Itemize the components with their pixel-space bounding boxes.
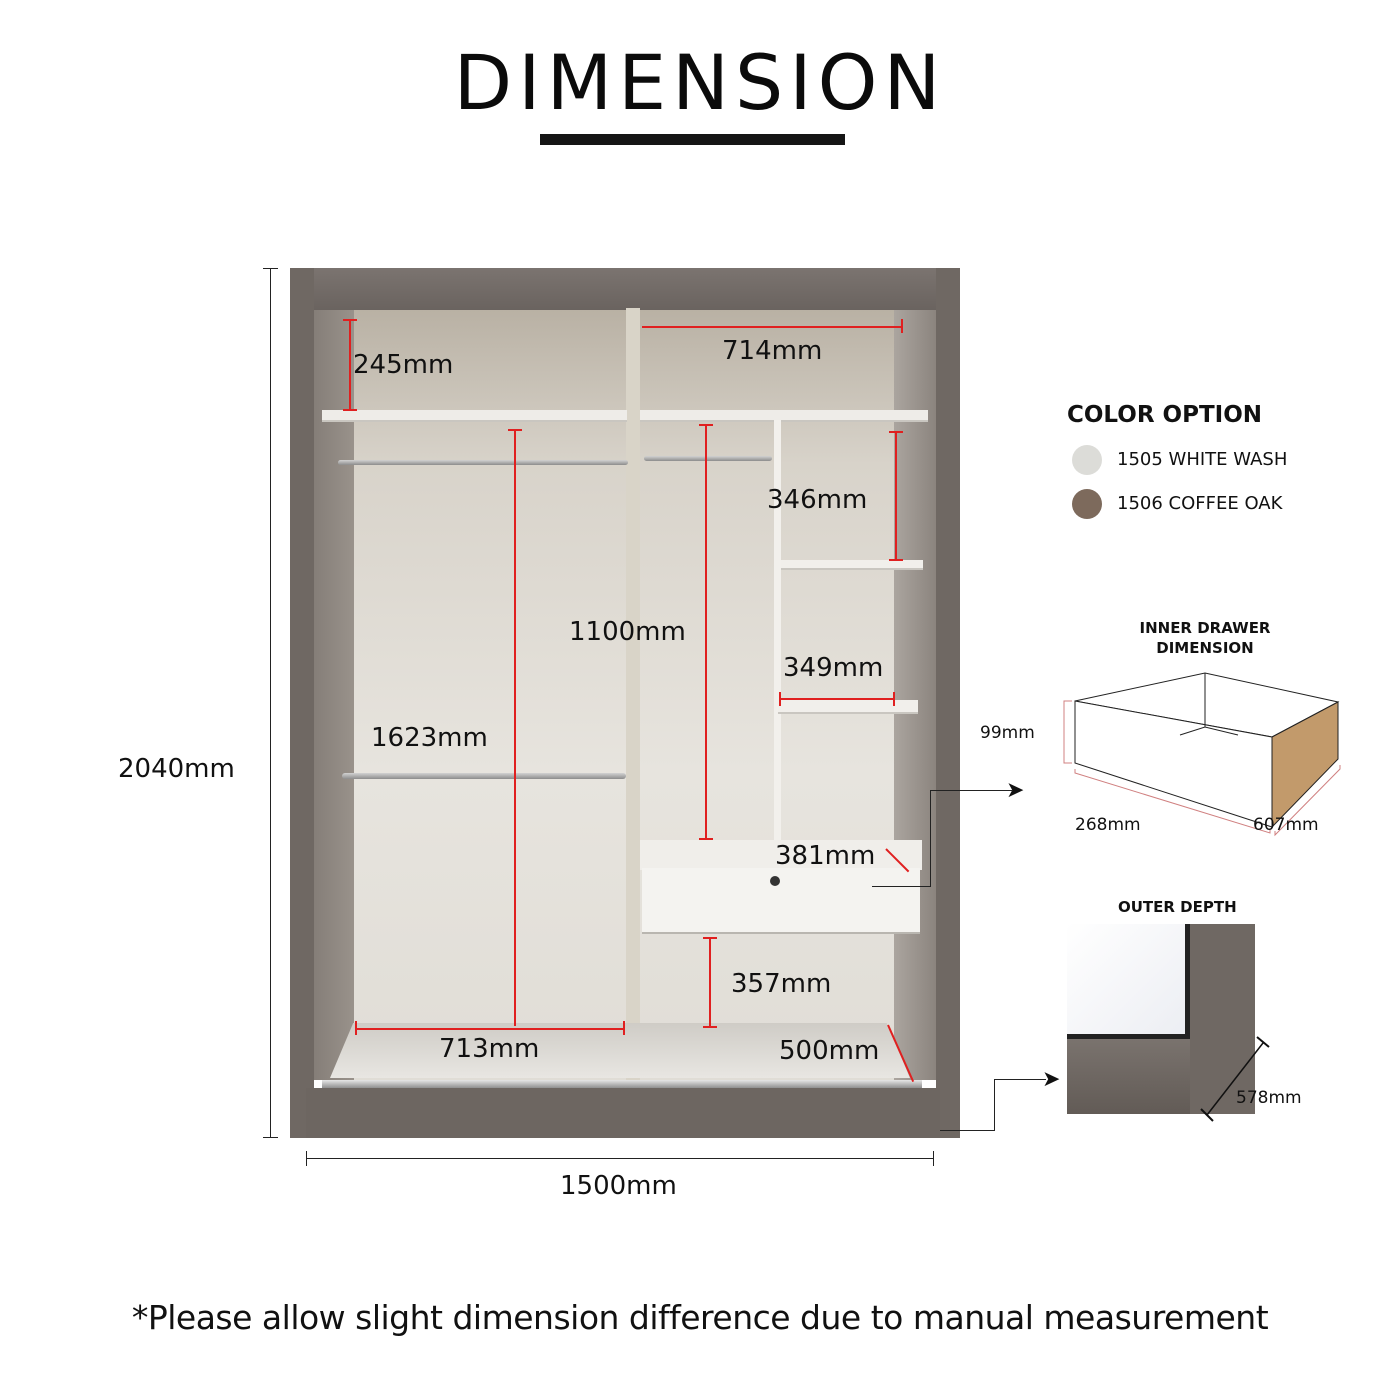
outer-depth-label: 578mm [1236, 1088, 1302, 1108]
measure-349-cap [893, 692, 895, 706]
measure-1100-line [705, 425, 707, 840]
label-500mm: 500mm [779, 1036, 880, 1066]
measure-346-cap [889, 431, 903, 433]
wardrobe-right-panel [936, 268, 960, 1138]
measure-349-cap [779, 692, 781, 706]
label-714mm: 714mm [722, 336, 823, 366]
overall-height-line [270, 268, 271, 1138]
door-mirror [1067, 924, 1190, 1039]
inner-drawer [642, 868, 920, 934]
inner-drawer-width-label: 268mm [1075, 815, 1141, 835]
arrow-right-icon: ➤ [1042, 1067, 1061, 1092]
measure-357-cap [703, 1026, 717, 1028]
measure-713-cap [623, 1021, 625, 1035]
inner-drawer-diagram [1063, 672, 1341, 837]
drawer-top [640, 840, 922, 870]
color-option-white-wash[interactable]: 1505 WHITE WASH [1117, 449, 1288, 470]
measure-245-line [349, 320, 351, 410]
inner-drawer-heading-line1: INNER DRAWER [1139, 619, 1271, 637]
measure-713-cap [355, 1021, 357, 1035]
swatch-white-wash[interactable] [1072, 445, 1102, 475]
drawer-lock-icon [770, 876, 780, 886]
overall-height-cap-top [263, 268, 278, 269]
drawer-connector-h [872, 886, 930, 887]
right-shelf-2 [778, 700, 918, 714]
right-shelf-1 [781, 560, 923, 570]
bottom-plinth [306, 1088, 940, 1138]
measure-1623-cap [508, 429, 522, 431]
left-inner-side [314, 310, 354, 1080]
label-381mm: 381mm [775, 841, 876, 871]
measure-1100-cap [699, 838, 713, 840]
measure-349-line [780, 698, 894, 700]
measure-357-cap [703, 937, 717, 939]
color-option-coffee-oak[interactable]: 1506 COFFEE OAK [1117, 493, 1283, 514]
overall-height-label: 2040mm [118, 754, 235, 784]
top-right-shelf [640, 410, 928, 422]
footer-note: *Please allow slight dimension differenc… [131, 1298, 1269, 1337]
left-hanging-rod-upper [338, 460, 628, 465]
drawer-connector-v [930, 790, 931, 887]
title-underline [540, 134, 845, 145]
top-left-shelf [322, 410, 627, 422]
measure-346-line [895, 432, 897, 560]
overall-height-cap-bottom [263, 1137, 278, 1138]
inner-drawer-heading: INNER DRAWER DIMENSION [1105, 618, 1305, 658]
drawer-connector-h2 [930, 790, 1012, 791]
back-wall [354, 310, 894, 1080]
label-346mm: 346mm [767, 485, 868, 515]
inner-drawer-heading-line2: DIMENSION [1156, 639, 1254, 657]
inner-drawer-length-label: 607mm [1253, 815, 1319, 835]
page-title: DIMENSION [453, 38, 947, 127]
right-inner-side [894, 310, 936, 1080]
depth-connector-h [940, 1130, 994, 1131]
side-panel [1190, 924, 1255, 1114]
swatch-coffee-oak[interactable] [1072, 489, 1102, 519]
measure-245-cap [343, 319, 357, 321]
measure-714-cap [901, 319, 903, 333]
overall-width-cap-left [306, 1151, 307, 1166]
bottom-floor [330, 1023, 910, 1078]
overall-width-line [306, 1158, 934, 1159]
depth-connector-v [994, 1079, 995, 1131]
label-349mm: 349mm [783, 653, 884, 683]
measure-245-cap [343, 409, 357, 411]
measure-346-cap [889, 559, 903, 561]
label-1100mm: 1100mm [569, 617, 686, 647]
measure-357-line [709, 938, 711, 1028]
measure-1100-cap [699, 424, 713, 426]
center-divider [626, 308, 640, 1088]
outer-depth-measure [1200, 1036, 1270, 1122]
overall-width-cap-right [933, 1151, 934, 1166]
arrow-right-icon: ➤ [1006, 778, 1025, 803]
left-hanging-rod-lower [342, 773, 626, 779]
depth-connector-h2 [994, 1079, 1046, 1080]
wardrobe-left-panel [290, 268, 314, 1138]
overall-width-label: 1500mm [560, 1171, 677, 1201]
bottom-rail [322, 1080, 922, 1088]
measure-713-line [356, 1028, 624, 1030]
base-rail [1067, 1039, 1190, 1114]
wardrobe-top-panel [290, 268, 958, 310]
measure-714-line [642, 326, 902, 328]
right-partition [774, 420, 781, 840]
outer-depth-heading: OUTER DEPTH [1118, 898, 1237, 916]
outer-depth-diagram [1067, 924, 1257, 1114]
color-option-heading: COLOR OPTION [1067, 402, 1262, 428]
inner-drawer-height-label: 99mm [980, 723, 1035, 743]
label-713mm: 713mm [439, 1034, 540, 1064]
right-hanging-rod [644, 456, 772, 461]
wardrobe-illustration [290, 268, 960, 1138]
label-357mm: 357mm [731, 969, 832, 999]
label-245mm: 245mm [353, 350, 454, 380]
measure-1623-line [514, 430, 516, 1026]
label-1623mm: 1623mm [371, 723, 488, 753]
